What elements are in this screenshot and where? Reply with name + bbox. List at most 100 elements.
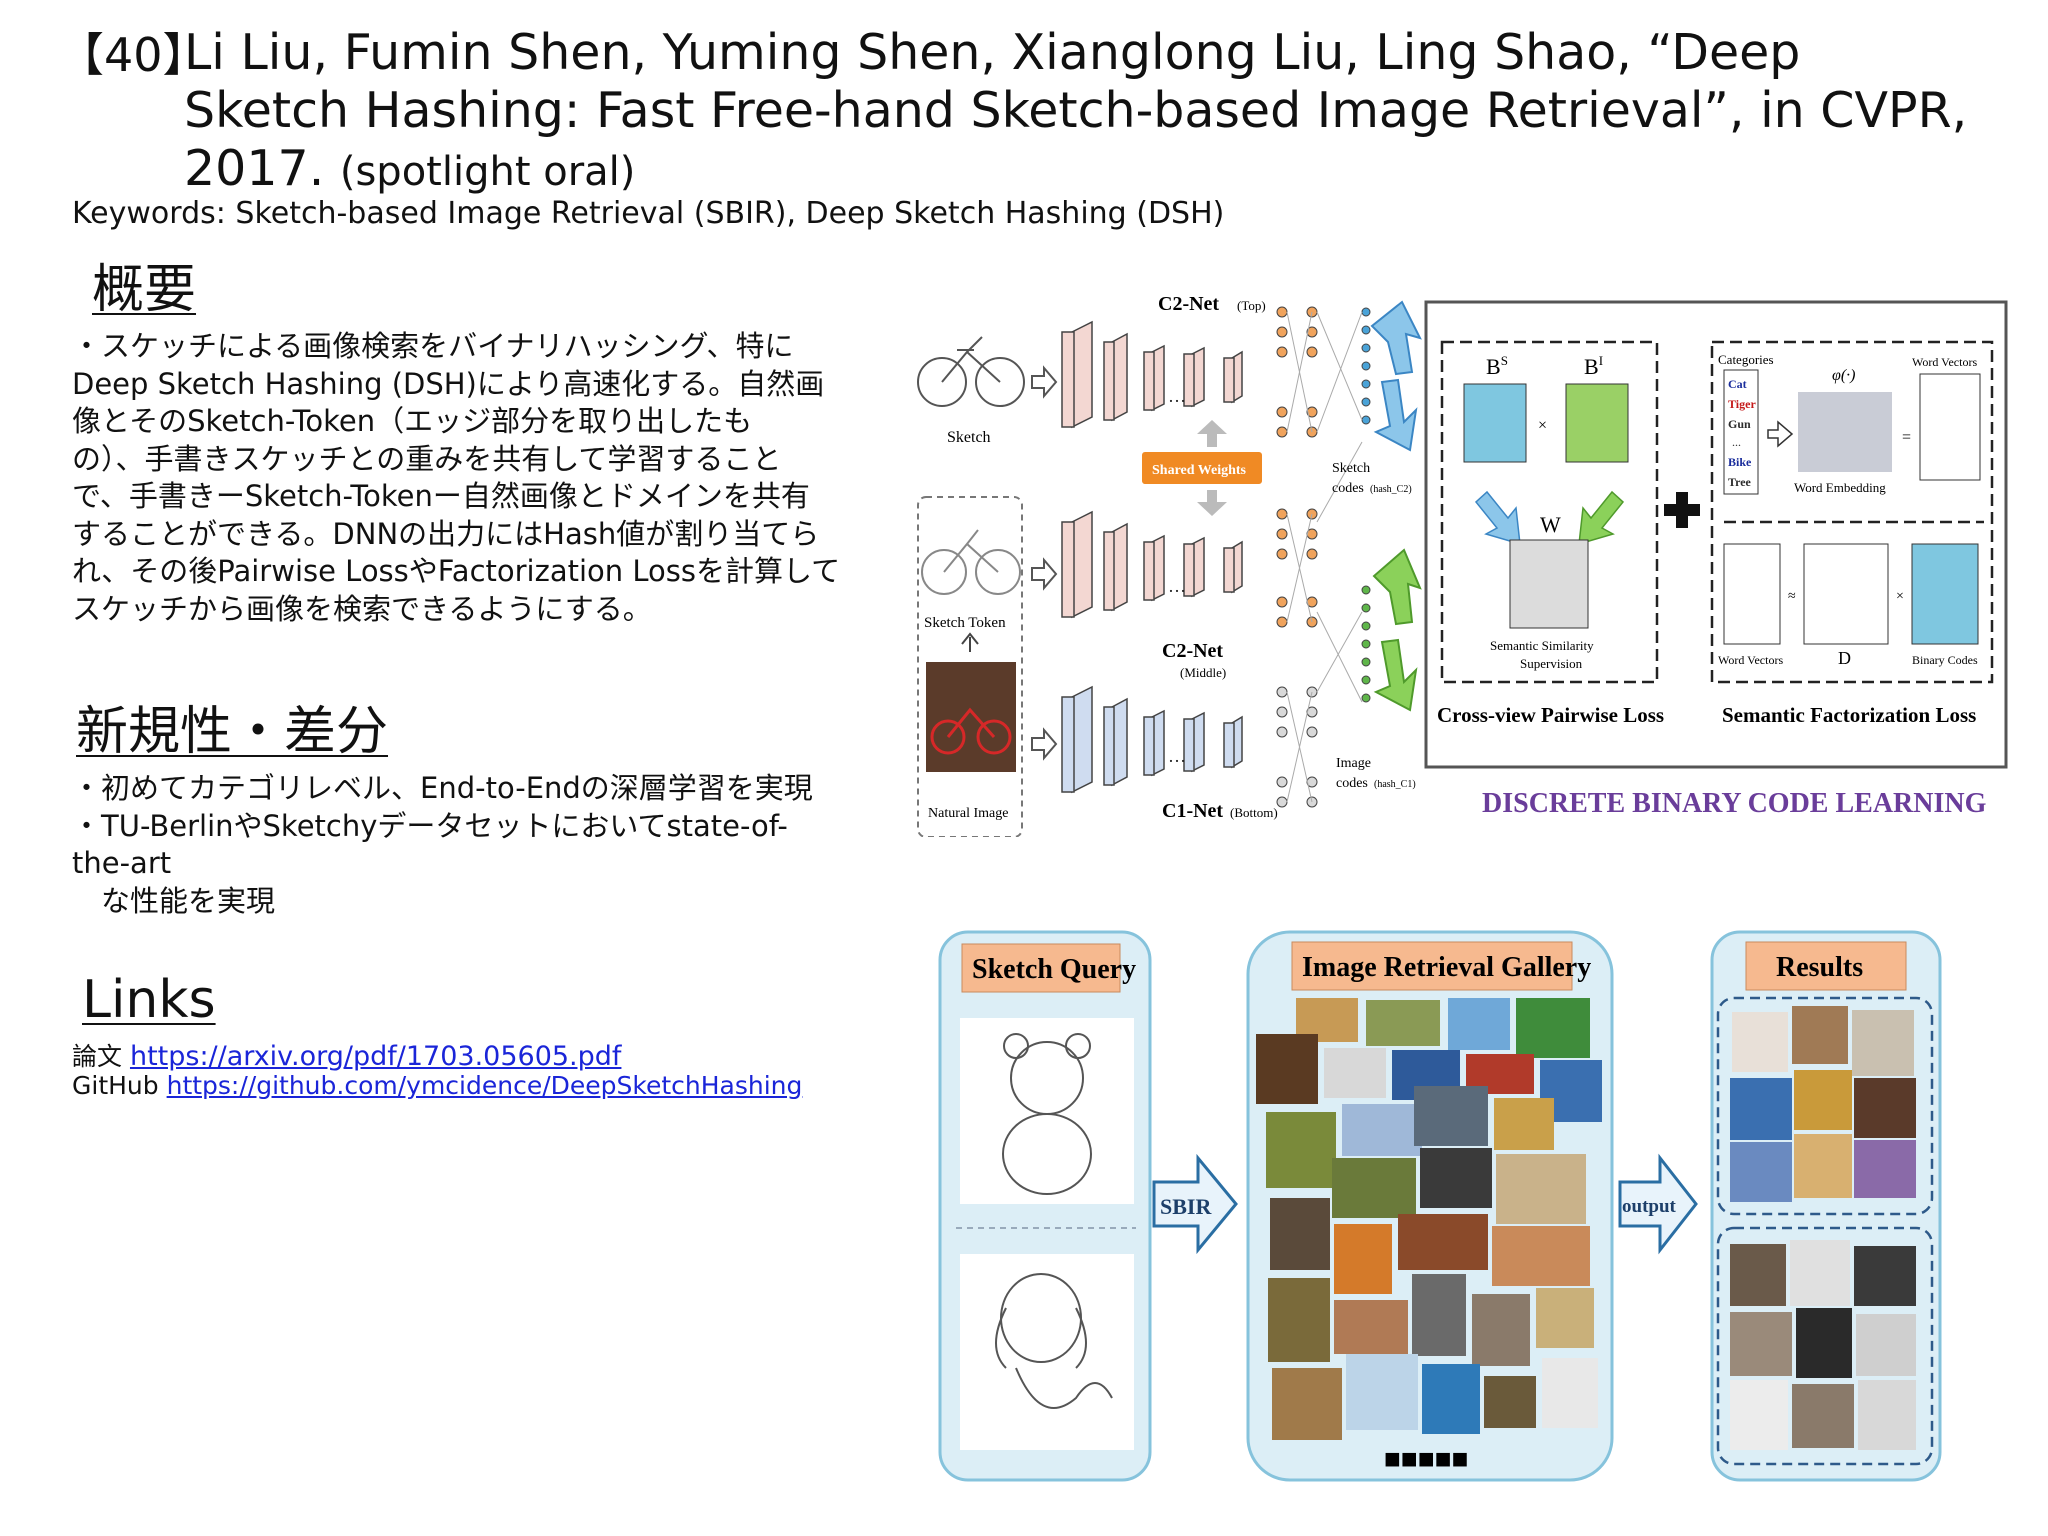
gallery-label: Image Retrieval Gallery (1302, 952, 1591, 983)
results-label: Results (1776, 952, 1863, 983)
supervision-label: Supervision (1520, 656, 1583, 671)
summary-text: ・スケッチによる画像検索をバイナリハッシング、特に Deep Sketch Ha… (72, 328, 840, 628)
w-matrix (1509, 539, 1589, 629)
categories-label: Categories (1718, 352, 1774, 367)
links-heading: Links (82, 970, 216, 1030)
novelty-line: ・TU-BerlinやSketchyデータセットにおいてstate-of- (72, 808, 788, 843)
blue-arrow-icon (1474, 490, 1521, 546)
dog-results-images (1730, 1240, 1916, 1450)
cross-view-box (1440, 340, 1659, 684)
c2-net-middle: … (1061, 441, 1363, 703)
summary-line: することができる。DNNの出力にはHash値が割り当てら (72, 516, 820, 551)
dog-results-box (1716, 1226, 1934, 1466)
natural-image-label: Natural Image (928, 806, 1008, 821)
teddy-sketch-image (960, 1018, 1134, 1204)
up-arrow-icon (961, 632, 979, 652)
hollow-arrow-icon (1767, 420, 1794, 448)
category-item: Cat (1728, 377, 1747, 391)
c1-bottom-sublabel: (Bottom) (1230, 805, 1278, 820)
down-arrow-icon (1197, 490, 1227, 516)
categories-list-box (1723, 369, 1759, 495)
category-item: Bike (1728, 455, 1752, 469)
title-line-3: 2017. (184, 140, 325, 197)
word-vectors-bottom-label: Word Vectors (1718, 653, 1783, 667)
input-arrow-icon (1031, 557, 1058, 591)
bicycle-token-icon (921, 529, 1021, 595)
bs-label: BS (1486, 353, 1508, 379)
category-item: ... (1732, 435, 1741, 449)
novelty-heading: 新規性・差分 (76, 702, 389, 762)
sketch-codes-label: Sketch (1332, 461, 1370, 476)
semantic-factorization-loss-label: Semantic Factorization Loss (1722, 703, 1976, 727)
svg-text:…: … (1168, 386, 1186, 406)
summary-line: スケッチから画像を検索できるようにする。 (72, 591, 652, 626)
sbir-arrow-icon (1152, 1153, 1238, 1255)
cross-view-loss-label: Cross-view Pairwise Loss (1437, 703, 1664, 727)
plus-icon (1664, 492, 1700, 528)
reference-number: 【40】 (58, 28, 209, 82)
phi-label: φ(·) (1832, 367, 1856, 384)
equals-sign: = (1902, 429, 1911, 446)
summary-line: Deep Sketch Hashing (DSH)により高速化する。自然画 (72, 366, 825, 401)
category-item: Tiger (1728, 397, 1756, 411)
sketch-codes-sublabel: (hash_C2) (1370, 484, 1412, 495)
summary-line: の）、手書きスケッチとの重みを共有して学習すること (72, 441, 782, 476)
shared-weights-box (1142, 452, 1262, 484)
gallery-label-box (1291, 941, 1573, 991)
green-arrow-icon (1578, 490, 1625, 546)
github-link-label: GitHub (72, 1071, 159, 1100)
title-line-1: Li Liu, Fumin Shen, Yuming Shen, Xianglo… (184, 24, 1801, 81)
gallery-image-collage (1256, 998, 1602, 1440)
category-item: Gun (1728, 417, 1751, 431)
title-note: (spotlight oral) (339, 149, 636, 195)
sbir-label: SBIR (1160, 1194, 1212, 1219)
blue-arrow-icon (1370, 300, 1422, 376)
c2-top-sublabel: (Top) (1237, 298, 1266, 313)
paper-link-label: 論文 (72, 1042, 123, 1071)
c2-middle-sublabel: (Middle) (1180, 665, 1226, 680)
summary-heading: 概要 (92, 260, 197, 320)
summary-line: れ、その後Pairwise LossやFactorization Lossを計算… (72, 554, 841, 588)
sbir-retrieval-figure: Sketch Query SBIR Image Retrieval Galler… (938, 930, 1942, 1482)
summary-line: ・スケッチによる画像検索をバイナリハッシング、特に (72, 329, 794, 363)
word-embedding-cloud (1798, 392, 1892, 472)
input-arrow-icon (1031, 727, 1058, 761)
word-vectors-bottom-matrix (1723, 543, 1781, 645)
green-arrow-icon (1373, 638, 1418, 712)
summary-line: で、手書きーSketch-Tokenー自然画像とドメインを共有 (72, 479, 810, 513)
input-dashed-box (917, 496, 1023, 837)
c2-net-top: … (1061, 306, 1371, 438)
c1-bottom-label: C1-Net (1162, 800, 1223, 822)
dog-icon (995, 1273, 1113, 1409)
teddy-bear-icon (1002, 1033, 1092, 1195)
paper-link-row: 論文 https://arxiv.org/pdf/1703.05605.pdf (72, 1042, 802, 1071)
loss-frame (1424, 300, 2008, 769)
green-arrow-icon (1372, 548, 1422, 626)
teddy-results-images (1730, 1006, 1916, 1202)
natural-image-photo (926, 662, 1016, 772)
sketch-query-label-box (961, 943, 1121, 993)
multiply-sign: × (1538, 417, 1547, 434)
svg-text:…: … (1168, 746, 1186, 766)
sketch-label: Sketch (947, 429, 991, 446)
github-link[interactable]: https://github.com/ymcidence/DeepSketchH… (166, 1071, 803, 1100)
novelty-line: the-art (72, 846, 172, 880)
output-label: output (1622, 1196, 1677, 1217)
w-label: W (1540, 512, 1561, 537)
sketch-token-label: Sketch Token (924, 615, 1006, 631)
novelty-line: ・初めてカテゴリレベル、End-to-Endの深層学習を実現 (72, 771, 813, 805)
image-codes-sublabel: (hash_C1) (1374, 779, 1416, 790)
github-link-row: GitHub https://github.com/ymcidence/Deep… (72, 1071, 802, 1100)
word-vectors-matrix (1919, 373, 1981, 481)
links-list: 論文 https://arxiv.org/pdf/1703.05605.pdf … (72, 1042, 802, 1100)
binary-codes-label: Binary Codes (1912, 653, 1978, 667)
multiply-sign: × (1896, 589, 1904, 604)
up-arrow-icon (1197, 420, 1227, 447)
novelty-line: な性能を実現 (72, 883, 276, 918)
paper-link[interactable]: https://arxiv.org/pdf/1703.05605.pdf (129, 1041, 622, 1072)
d-label: D (1838, 648, 1851, 668)
svg-text:…: … (1168, 576, 1186, 596)
bi-matrix (1565, 383, 1629, 463)
bs-matrix (1463, 383, 1527, 463)
novelty-text: ・初めてカテゴリレベル、End-to-Endの深層学習を実現 ・TU-Berli… (72, 770, 813, 920)
